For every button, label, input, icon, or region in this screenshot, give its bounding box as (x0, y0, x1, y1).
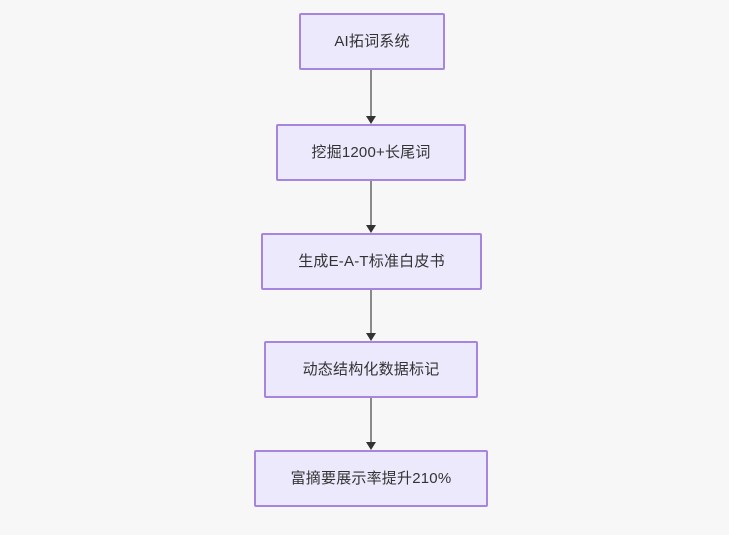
arrowhead-icon (366, 116, 376, 124)
flow-node-label: 生成E-A-T标准白皮书 (298, 252, 445, 270)
flow-node-dynamic-structured-data-markup[interactable]: 动态结构化数据标记 (264, 341, 478, 398)
flow-node-label: 动态结构化数据标记 (302, 360, 440, 378)
flow-node-mine-longtail-keywords[interactable]: 挖掘1200+长尾词 (276, 124, 466, 181)
connector-line (370, 181, 372, 225)
connector-line (370, 290, 372, 333)
flow-node-rich-snippet-impression-uplift[interactable]: 富摘要展示率提升210% (254, 450, 488, 507)
connector-line (370, 70, 372, 116)
connector-line (370, 398, 372, 442)
flow-node-generate-eat-whitepaper[interactable]: 生成E-A-T标准白皮书 (261, 233, 482, 290)
flow-node-label: 挖掘1200+长尾词 (311, 143, 431, 161)
arrowhead-icon (366, 333, 376, 341)
arrowhead-icon (366, 442, 376, 450)
arrowhead-icon (366, 225, 376, 233)
flow-node-ai-keyword-system[interactable]: AI拓词系统 (299, 13, 445, 70)
flow-node-label: AI拓词系统 (334, 32, 410, 50)
flow-node-label: 富摘要展示率提升210% (290, 469, 452, 487)
